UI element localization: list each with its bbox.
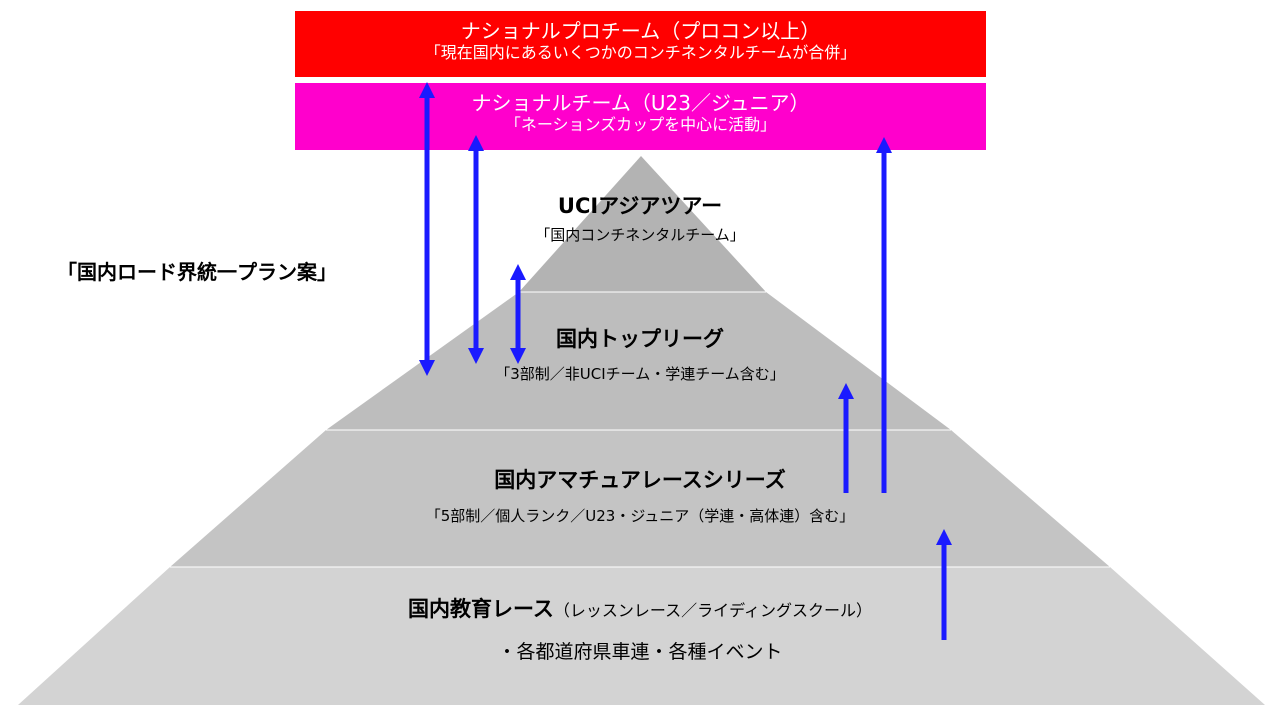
tier-amateur-subtitle: 「5部制／個人ランク／U23・ジュニア（学連・高体連）含む」: [425, 507, 855, 525]
pro-team-title: ナショナルプロチーム（プロコン以上）: [460, 19, 821, 43]
plan-label: 「国内ロード界統一プラン案」: [57, 260, 337, 284]
tier-education-subtitle: ・各都道府県車連・各種イベント: [497, 641, 783, 663]
tier-education-title-suffix: （レッスンレース／ライディングスクール）: [553, 601, 873, 620]
tier-amateur-title: 国内アマチュアレースシリーズ: [494, 468, 786, 492]
tier-top-league-title: 国内トップリーグ: [556, 327, 724, 351]
tier-education: 国内教育レース（レッスンレース／ライディングスクール） ・各都道府県車連・各種イ…: [0, 596, 1280, 662]
tier-uci: UCIアジアツアー 「国内コンチネンタルチーム」: [0, 193, 1280, 245]
national-team-title: ナショナルチーム（U23／ジュニア）: [471, 91, 810, 115]
tier-top-league: 国内トップリーグ 「3部制／非UCIチーム・学連チーム含む」: [0, 326, 1280, 384]
tier-uci-title: UCIアジアツアー: [557, 194, 723, 218]
tier-uci-band: [519, 156, 766, 292]
pro-team-box: ナショナルプロチーム（プロコン以上） 「現在国内にあるいくつかのコンチネンタルチ…: [295, 11, 986, 77]
tier-amateur-band: [170, 430, 1110, 567]
national-team-box: ナショナルチーム（U23／ジュニア） 「ネーションズカップを中心に活動」: [295, 83, 986, 150]
tier-amateur: 国内アマチュアレースシリーズ 「5部制／個人ランク／U23・ジュニア（学連・高体…: [0, 467, 1280, 526]
tier-education-band: [18, 567, 1265, 705]
pro-team-subtitle: 「現在国内にあるいくつかのコンチネンタルチームが合併」: [424, 43, 857, 62]
tier-top-league-subtitle: 「3部制／非UCIチーム・学連チーム含む」: [495, 365, 785, 383]
tier-uci-subtitle: 「国内コンチネンタルチーム」: [535, 226, 745, 244]
tier-education-heading: 国内教育レース（レッスンレース／ライディングスクール）: [0, 596, 1280, 624]
national-team-subtitle: 「ネーションズカップを中心に活動」: [504, 115, 777, 134]
tier-education-title: 国内教育レース: [407, 597, 554, 621]
